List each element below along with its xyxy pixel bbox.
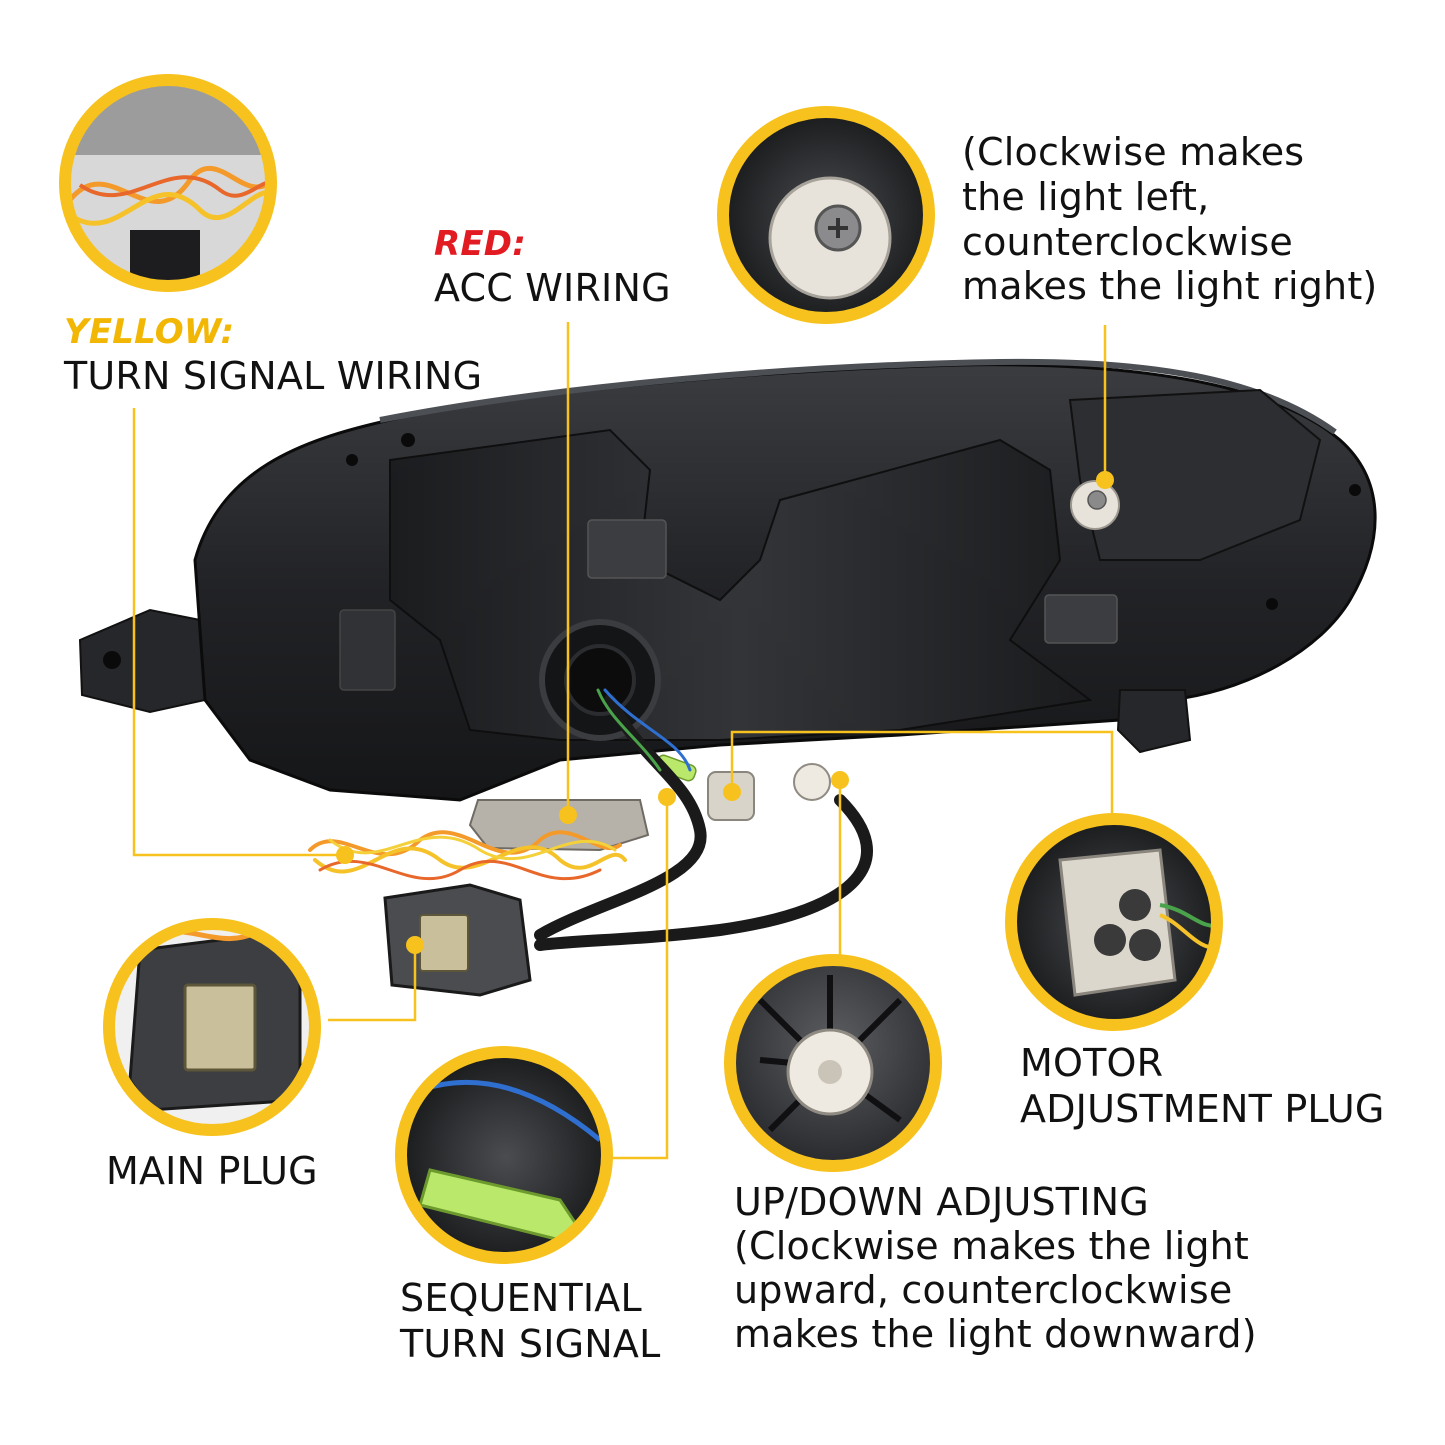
- turn-signal-wiring-text: TURN SIGNAL WIRING: [64, 354, 483, 399]
- red-acc-label: RED: ACC WIRING: [434, 224, 671, 312]
- acc-wiring-text: ACC WIRING: [434, 266, 671, 311]
- yellow-turn-signal-label: YELLOW: TURN SIGNAL WIRING: [64, 312, 482, 400]
- left-right-line-4: makes the light right): [962, 264, 1378, 309]
- yellow-color-word: YELLOW:: [64, 312, 235, 352]
- up-down-line-2: (Clockwise makes the light: [734, 1224, 1250, 1269]
- up-down-adjuster-detail-icon: [724, 954, 942, 1172]
- motor-adjustment-plug-label: MOTOR ADJUSTMENT PLUG: [1020, 1040, 1385, 1133]
- up-down-line-4: makes the light downward): [734, 1312, 1257, 1357]
- sequential-turn-signal-label: SEQUENTIAL TURN SIGNAL: [400, 1275, 661, 1368]
- main-plug-text: MAIN PLUG: [106, 1149, 318, 1193]
- callout-dots: [336, 471, 1114, 954]
- left-right-line-3: counterclockwise: [962, 219, 1293, 264]
- wiring-harness: [308, 688, 873, 951]
- up-down-line-1: UP/DOWN ADJUSTING: [734, 1180, 1149, 1224]
- red-color-word: RED:: [434, 224, 527, 264]
- motor-plug-detail-icon: [1005, 813, 1223, 1031]
- sequential-line-1: SEQUENTIAL: [400, 1276, 642, 1320]
- motor-line-1: MOTOR: [1020, 1041, 1164, 1085]
- headlight-housing: [78, 358, 1377, 852]
- sequential-line-2: TURN SIGNAL: [400, 1322, 661, 1367]
- main-plug-connector: [383, 883, 532, 997]
- left-right-line-1: (Clockwise makes: [962, 130, 1305, 174]
- left-right-adjuster-detail-icon: [717, 106, 935, 324]
- main-plug-detail-icon: [103, 918, 321, 1136]
- up-down-line-3: upward, counterclockwise: [734, 1268, 1233, 1313]
- sequential-connector-detail-icon: [395, 1046, 613, 1264]
- left-right-adjust-label: (Clockwise makes the light left, counter…: [962, 130, 1377, 309]
- callout-lines: [132, 322, 1114, 1160]
- up-down-adjusting-label: UP/DOWN ADJUSTING (Clockwise makes the l…: [734, 1180, 1257, 1356]
- main-plug-label: MAIN PLUG: [106, 1148, 318, 1194]
- left-right-line-2: the light left,: [962, 174, 1210, 219]
- turn-signal-wiring-detail-icon: [59, 74, 277, 292]
- motor-line-2: ADJUSTMENT PLUG: [1020, 1087, 1385, 1132]
